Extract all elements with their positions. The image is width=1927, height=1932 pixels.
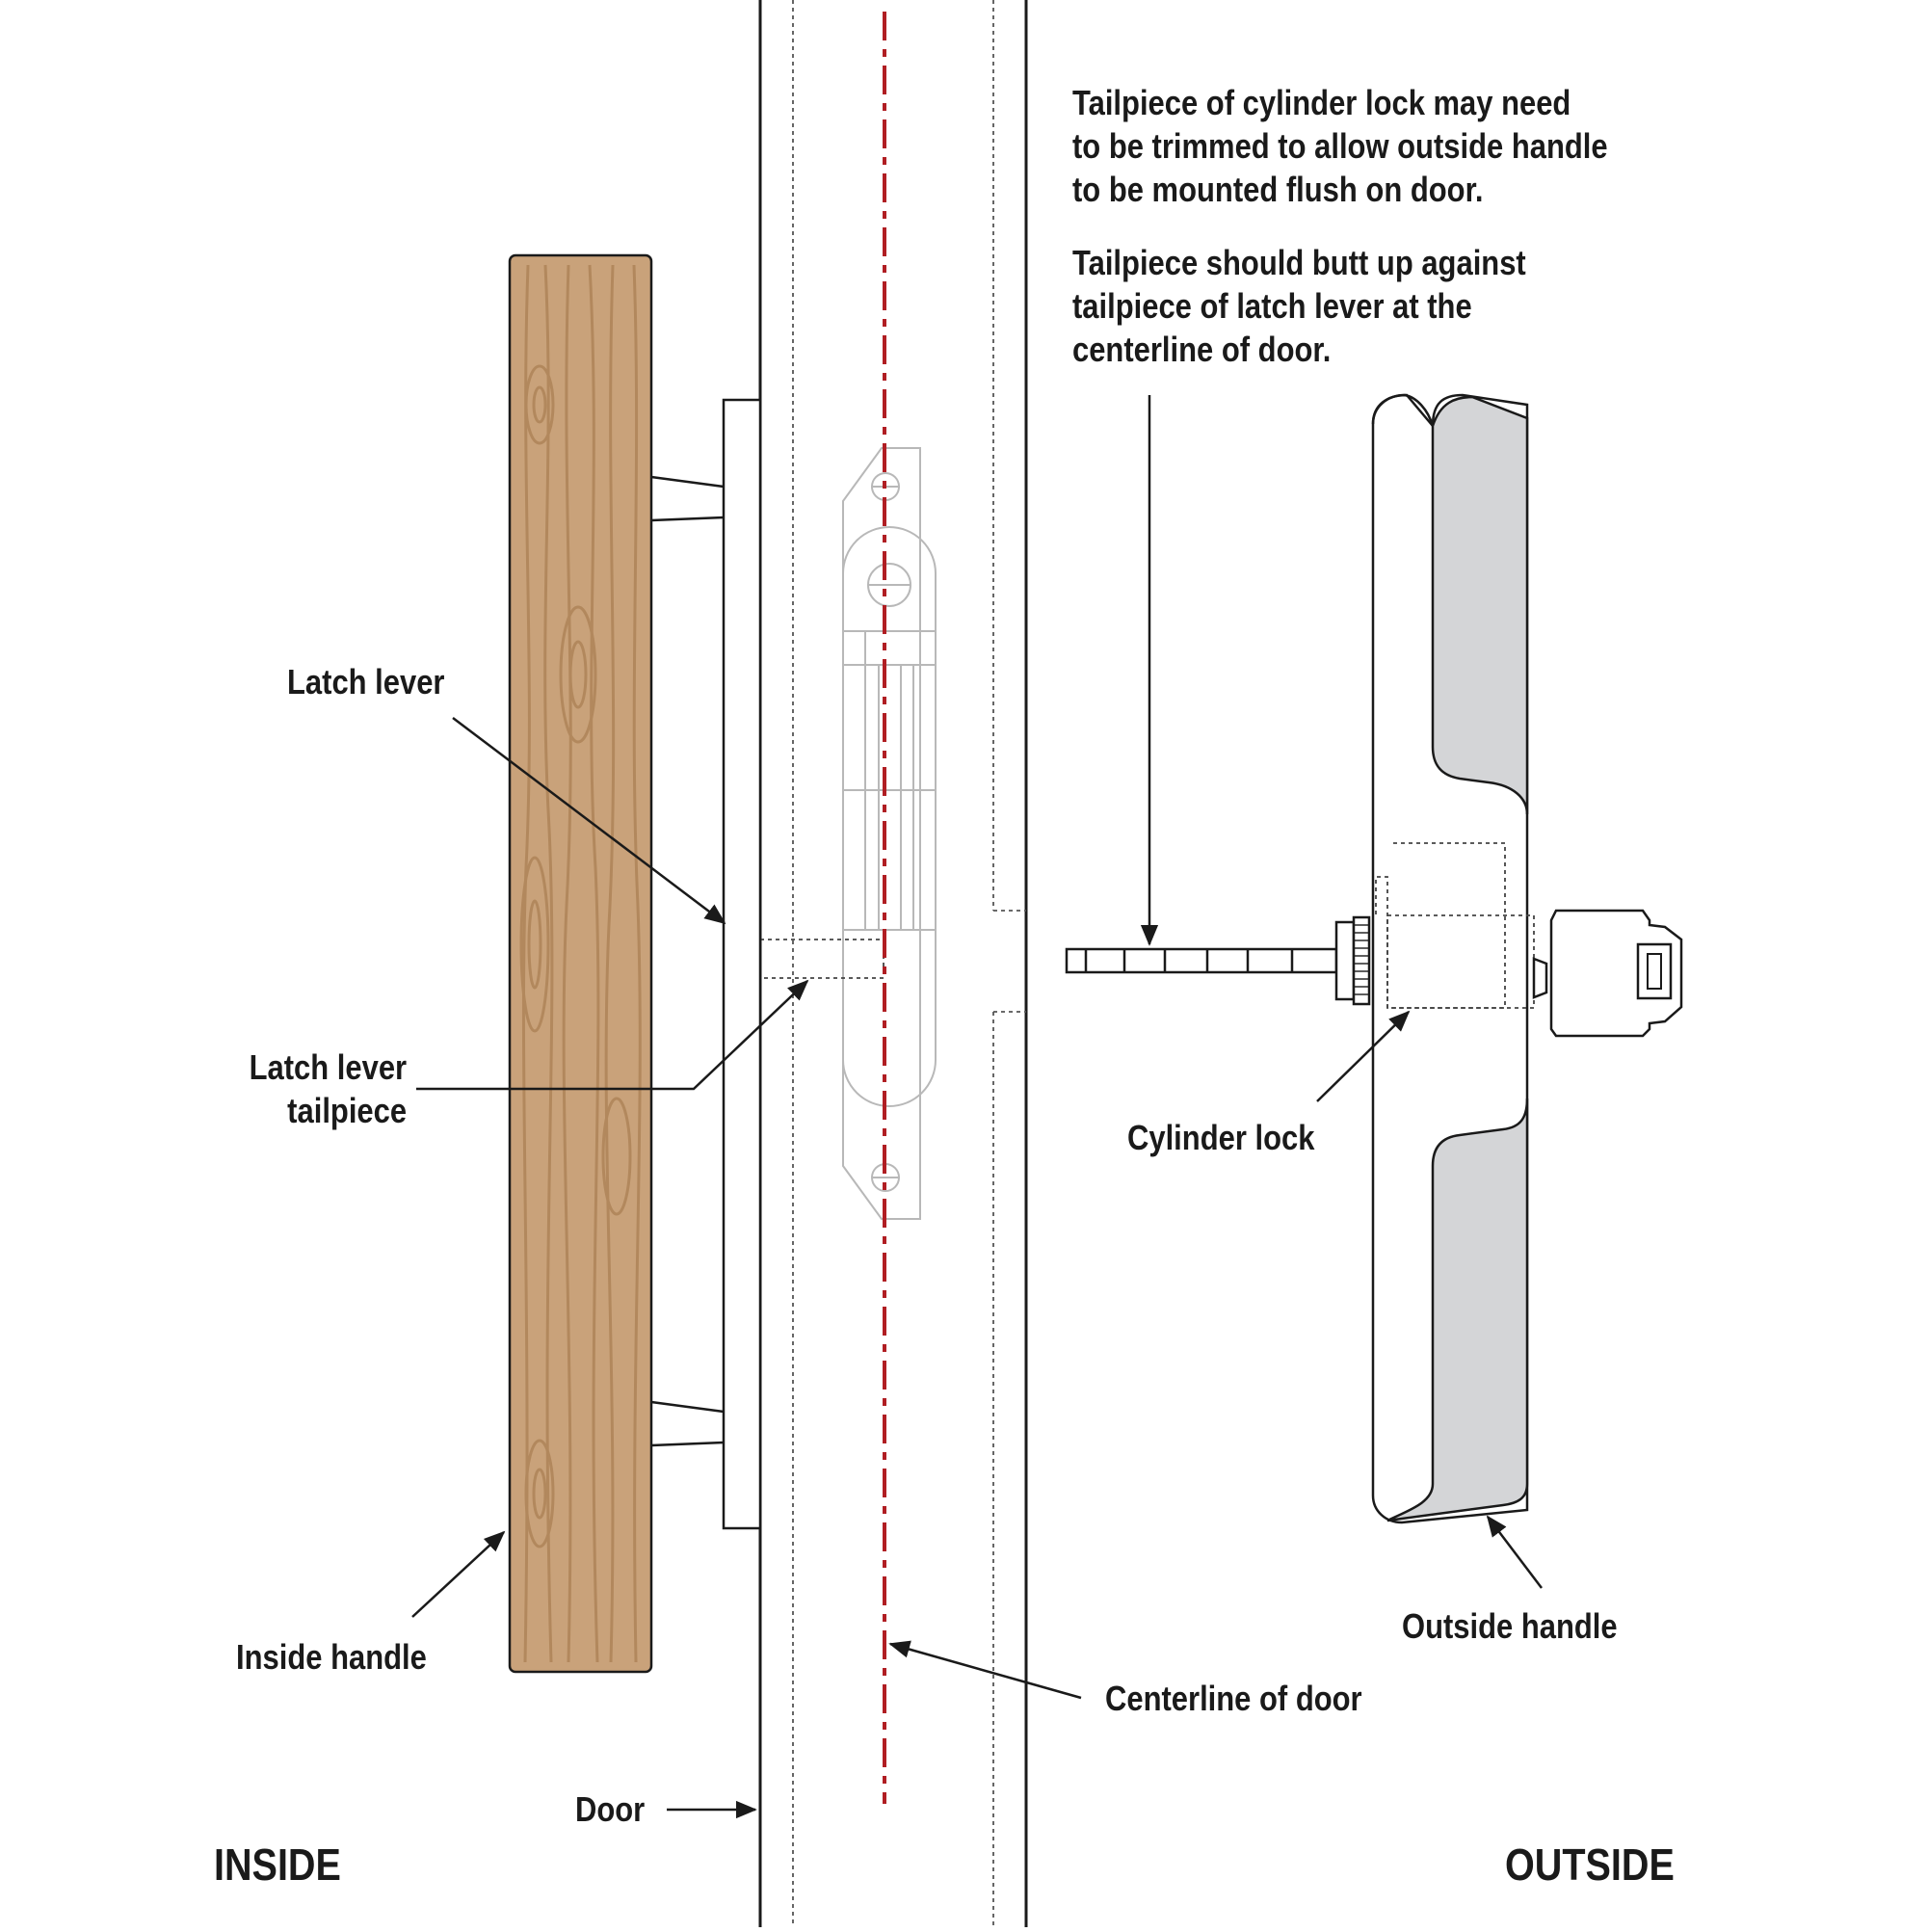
arrow-latch-lever	[452, 717, 726, 925]
arrow-inside-handle	[411, 1530, 506, 1618]
cylinder-tailpiece	[1065, 915, 1371, 1006]
label-cylinder-lock: Cylinder lock	[1127, 1118, 1315, 1157]
arrow-outside-handle	[1486, 1515, 1543, 1589]
note-butt-line-3: centerline of door.	[1072, 330, 1332, 369]
inside-handle-mount	[650, 398, 762, 1530]
arrow-latch-lever-tailpiece	[416, 979, 809, 1091]
arrow-cylinder-lock	[1316, 1010, 1411, 1102]
note-trim-line-3: to be mounted flush on door.	[1072, 170, 1484, 209]
arrow-centerline	[888, 1640, 1082, 1700]
label-latch-lever-tailpiece-line-2: tailpiece	[287, 1091, 407, 1130]
key-icon	[1532, 909, 1683, 1038]
note-butt-line-1: Tailpiece should butt up against	[1072, 243, 1526, 282]
leader-arrows	[411, 395, 1543, 1819]
label-door: Door	[575, 1789, 646, 1829]
label-centerline: Centerline of door	[1105, 1679, 1362, 1718]
latch-mechanism	[842, 447, 937, 1220]
label-inside: INSIDE	[214, 1839, 341, 1890]
note-trim-line-1: Tailpiece of cylinder lock may need	[1072, 83, 1571, 122]
note-butt-line-2: tailpiece of latch lever at the	[1072, 286, 1472, 326]
note-butt-tailpiece: Tailpiece should butt up against tailpie…	[1072, 241, 1526, 371]
label-outside: OUTSIDE	[1505, 1839, 1675, 1890]
label-outside-handle: Outside handle	[1402, 1606, 1618, 1646]
label-latch-lever-tailpiece-line-1: Latch lever	[249, 1047, 407, 1087]
inside-handle	[508, 253, 653, 1674]
label-latch-lever: Latch lever	[287, 662, 445, 701]
note-trim-line-2: to be trimmed to allow outside handle	[1072, 126, 1608, 166]
door	[758, 0, 1028, 1927]
label-inside-handle: Inside handle	[236, 1637, 427, 1677]
label-latch-lever-tailpiece: Latch lever tailpiece	[250, 1045, 407, 1132]
outside-handle	[1371, 393, 1529, 1524]
note-trim-tailpiece: Tailpiece of cylinder lock may need to b…	[1072, 81, 1608, 211]
